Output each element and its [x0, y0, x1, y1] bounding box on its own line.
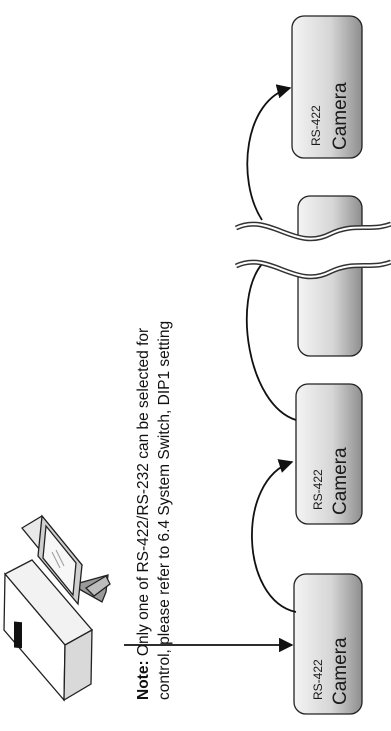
note-bold-label: Note:	[135, 660, 152, 700]
camera-box: RS-422 Camera	[294, 574, 362, 714]
camera-interface-label: RS-422	[309, 105, 323, 146]
camera-label: Camera	[330, 447, 351, 515]
connection-arrow	[247, 264, 296, 420]
camera-interface-label: RS-422	[311, 659, 325, 700]
computer-icon	[4, 516, 110, 700]
note-line2: control, please refer to 6.4 System Swit…	[156, 321, 173, 700]
camera-label: Camera	[330, 637, 351, 705]
note-line1: Only one of RS-422/RS-232 can be selecte…	[135, 328, 152, 661]
camera-box: RS-422 Camera	[292, 16, 362, 158]
camera-label: Camera	[330, 82, 351, 150]
camera-box: RS-422 Camera	[296, 384, 362, 524]
camera-interface-label: RS-422	[311, 469, 325, 510]
connection-arrow	[247, 88, 290, 220]
note-text: Note: Only one of RS-422/RS-232 can be s…	[135, 321, 173, 700]
connection-arrow	[252, 462, 296, 612]
